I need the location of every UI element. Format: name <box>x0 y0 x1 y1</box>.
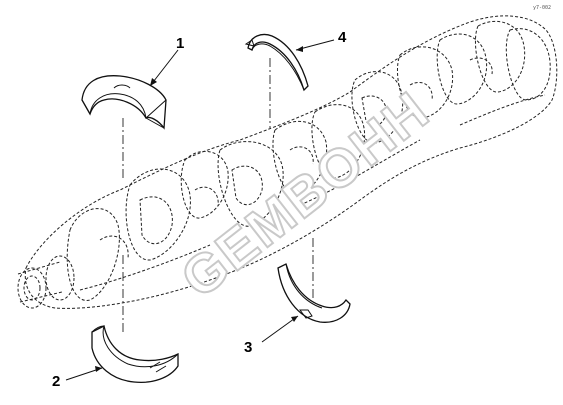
callout-1: 1 <box>149 35 184 87</box>
callout-4-label: 4 <box>338 29 347 46</box>
callout-3-label: 3 <box>244 339 252 356</box>
lower-thrust-washer <box>277 263 351 323</box>
crankshaft-outline <box>17 15 558 309</box>
watermark: GEMBOHH <box>169 79 441 311</box>
callout-3: 3 <box>244 315 299 356</box>
upper-thrust-washer <box>244 33 309 92</box>
callout-4: 4 <box>295 29 347 52</box>
callout-1-label: 1 <box>176 35 184 52</box>
watermark-text: GEMBOHH <box>170 80 440 310</box>
upper-main-bearing-shell <box>81 75 167 130</box>
drawing-code-label: y7-002 <box>533 5 551 11</box>
callout-2: 2 <box>52 366 103 390</box>
alignment-lines <box>122 58 314 332</box>
callout-2-label: 2 <box>52 373 60 390</box>
lower-main-bearing-shell <box>91 325 179 384</box>
